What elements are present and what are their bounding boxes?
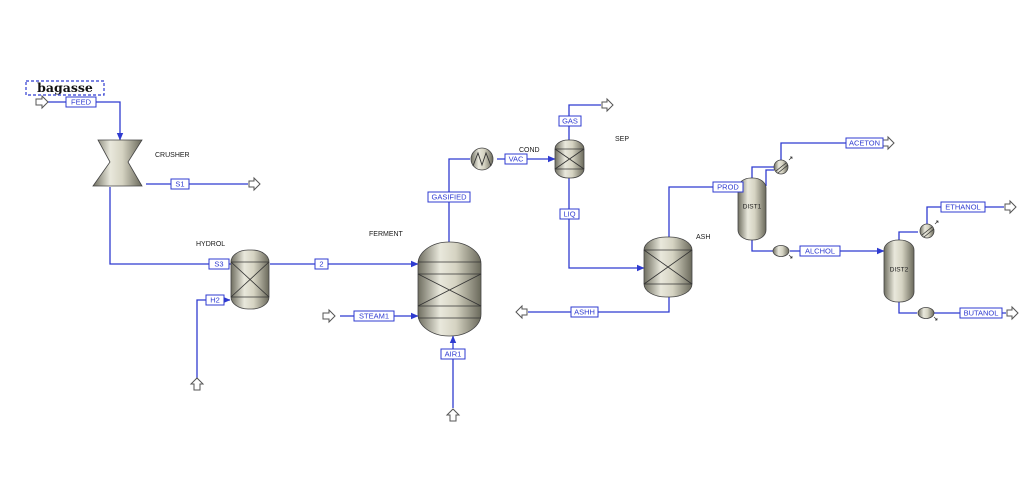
- crusher-block[interactable]: [92, 139, 143, 187]
- ash-label: ASH: [696, 234, 710, 241]
- sep-label: SEP: [615, 136, 629, 143]
- ferment-reactor[interactable]: [417, 241, 482, 337]
- ferment-label: FERMENT: [369, 231, 404, 238]
- cond-heat-exchanger[interactable]: [470, 147, 494, 171]
- bagasse-title-box: bagasse: [25, 80, 105, 96]
- ashh-outlet-arrow[interactable]: [515, 304, 528, 320]
- svg-text:2: 2: [319, 259, 323, 268]
- stream-line-dist1-bottom: [751, 240, 773, 252]
- dist2-label: DIST2: [890, 267, 909, 274]
- dist1-label: DIST1: [743, 204, 762, 211]
- stream-line-dist1-reflux: [765, 169, 774, 186]
- stream-tag-alchol[interactable]: ALCHOL: [799, 245, 841, 257]
- hydrol-label: HYDROL: [196, 241, 225, 248]
- svg-text:H2: H2: [210, 295, 220, 304]
- stream-tag-2[interactable]: 2: [314, 258, 329, 270]
- steam1-inlet-arrow[interactable]: [322, 308, 336, 324]
- aceton-outlet-arrow[interactable]: [882, 135, 895, 151]
- stream-line-dist1-top: [751, 166, 774, 178]
- butanol-outlet-arrow[interactable]: [1006, 305, 1019, 321]
- stream-line-feed: [47, 101, 124, 141]
- svg-text:BUTANOL: BUTANOL: [964, 308, 999, 317]
- stream-tag-steam1[interactable]: STEAM1: [353, 310, 395, 322]
- dist2-reboiler-icon: [917, 307, 938, 321]
- svg-text:VAC: VAC: [509, 154, 524, 163]
- svg-text:ASHH: ASHH: [574, 307, 595, 316]
- dist1-reboiler-icon: [772, 245, 793, 259]
- stream-tag-butanol[interactable]: BUTANOL: [959, 307, 1003, 319]
- svg-text:AIR1: AIR1: [445, 349, 462, 358]
- stream-tag-aceton[interactable]: ACETON: [845, 137, 884, 149]
- bagasse-title-text: bagasse: [37, 80, 93, 95]
- svg-text:LIQ: LIQ: [563, 209, 575, 218]
- ethanol-outlet-arrow[interactable]: [1004, 199, 1017, 215]
- svg-text:S3: S3: [214, 259, 223, 268]
- stream-tag-h2[interactable]: H2: [205, 294, 225, 306]
- stream-tag-ashh[interactable]: ASHH: [570, 306, 599, 318]
- stream-line-gas: [568, 104, 601, 140]
- svg-text:GASIFIED: GASIFIED: [431, 192, 467, 201]
- hydrol-reactor[interactable]: [230, 249, 270, 310]
- s1-outlet-arrow[interactable]: [248, 176, 261, 192]
- dist1-column[interactable]: DIST1: [737, 177, 767, 241]
- svg-text:ETHANOL: ETHANOL: [945, 202, 980, 211]
- cond-label: COND: [519, 147, 540, 154]
- stream-tag-s3[interactable]: S3: [208, 258, 230, 270]
- stream-line-dist2-bottom: [898, 302, 917, 314]
- stream-line-h2: [196, 296, 231, 378]
- h2-inlet-arrow[interactable]: [189, 377, 205, 391]
- crusher-label: CRUSHER: [155, 152, 190, 159]
- stream-tag-gasified[interactable]: GASIFIED: [427, 191, 471, 203]
- air1-inlet-arrow[interactable]: [445, 408, 461, 422]
- stream-line-dist2-top: [898, 231, 918, 240]
- sep-flash-vessel[interactable]: [554, 139, 585, 179]
- dist2-column[interactable]: DIST2: [883, 239, 915, 303]
- svg-text:PROD: PROD: [717, 182, 739, 191]
- stream-tag-liq[interactable]: LIQ: [559, 208, 580, 220]
- stream-tag-ethanol[interactable]: ETHANOL: [940, 201, 986, 213]
- stream-tag-s1[interactable]: S1: [170, 178, 190, 190]
- stream-line-s3: [109, 187, 231, 265]
- svg-text:ALCHOL: ALCHOL: [805, 246, 835, 255]
- stream-tag-feed[interactable]: FEED: [65, 96, 97, 108]
- svg-text:ACETON: ACETON: [849, 138, 880, 147]
- ash-reactor[interactable]: [643, 236, 693, 298]
- stream-tag-gas[interactable]: GAS: [558, 115, 582, 127]
- svg-text:FEED: FEED: [71, 97, 92, 106]
- feed-inlet-arrow[interactable]: [35, 94, 49, 110]
- stream-tag-vac[interactable]: VAC: [504, 153, 528, 165]
- dist2-condenser-icon: [919, 220, 939, 239]
- stream-line-liq: [568, 178, 645, 272]
- svg-text:GAS: GAS: [562, 116, 578, 125]
- stream-tag-prod[interactable]: PROD: [712, 181, 744, 193]
- stream-tag-air1[interactable]: AIR1: [440, 348, 466, 360]
- dist1-condenser-icon: [773, 156, 793, 175]
- svg-text:STEAM1: STEAM1: [359, 311, 389, 320]
- stream-line-prod: [668, 183, 739, 240]
- svg-text:S1: S1: [175, 179, 184, 188]
- gas-outlet-arrow[interactable]: [601, 97, 614, 113]
- stream-line-gasified: [448, 158, 470, 242]
